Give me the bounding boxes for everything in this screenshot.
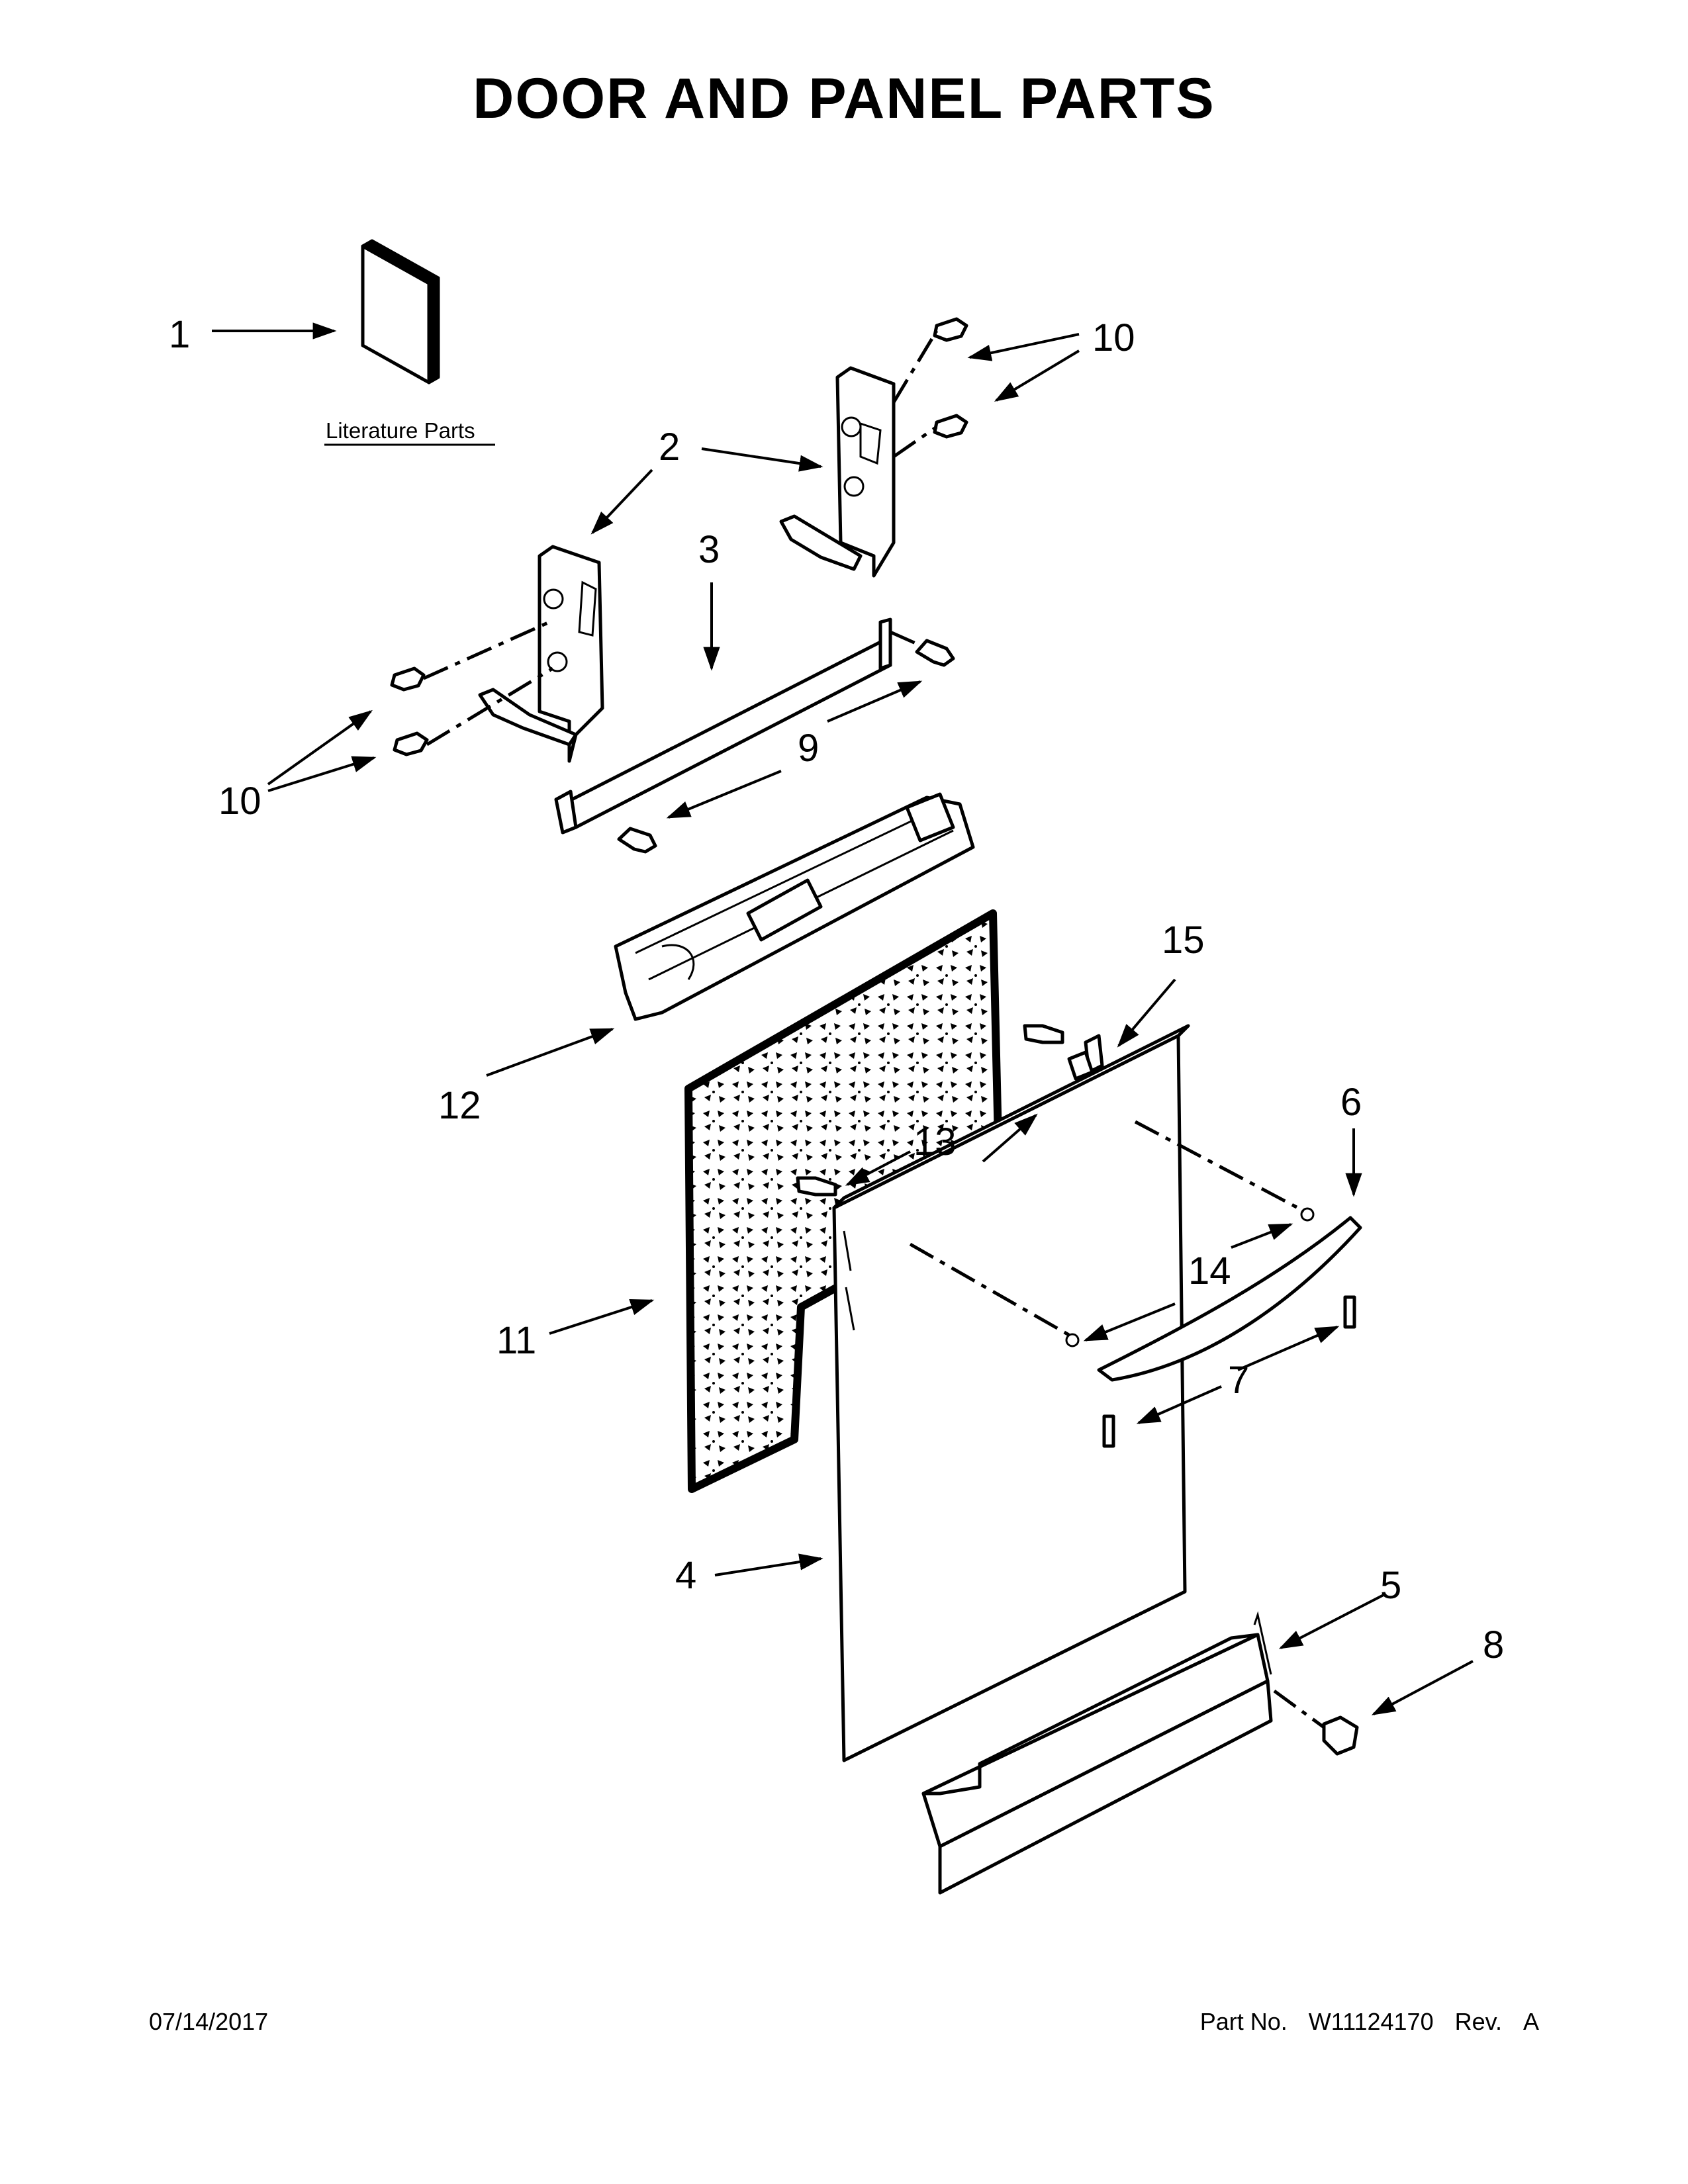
screw-10-right-upper	[933, 317, 968, 342]
callout-1: 1	[169, 313, 190, 356]
handle-screw	[1343, 1295, 1356, 1329]
part-no-label: Part No.	[1199, 2008, 1288, 2035]
callout-14: 14	[1188, 1250, 1231, 1293]
callout-2: 2	[659, 426, 680, 469]
literature-parts-label: Literature Parts	[326, 418, 475, 443]
control-console	[614, 792, 975, 1021]
part-number: W11124170	[1308, 2008, 1434, 2035]
outer-door-panel	[832, 1024, 1190, 1762]
toe-panel-screw	[1322, 1715, 1359, 1756]
callout-15: 15	[1162, 919, 1205, 962]
footer-date: 07/14/2017	[149, 2008, 269, 2035]
support-rail	[554, 617, 892, 835]
screw-axis-line	[892, 425, 938, 459]
callout-12: 12	[438, 1084, 481, 1127]
door-handle	[1097, 1216, 1362, 1382]
handle-axis-line	[909, 1242, 1074, 1339]
literature-part	[361, 239, 440, 385]
callout-10-right: 10	[1092, 316, 1135, 359]
handle-screw	[1102, 1414, 1115, 1448]
callout-11: 11	[496, 1319, 536, 1362]
screw-13-lower	[796, 1176, 837, 1197]
screw-10-left-upper	[390, 666, 426, 692]
handle-axis-line	[1134, 1120, 1305, 1213]
door-hinge-bracket-right	[779, 366, 896, 578]
screw-9-upper	[915, 639, 955, 667]
callout-5: 5	[1380, 1564, 1401, 1607]
rev-label: Rev.	[1454, 2008, 1502, 2035]
door-latch-clip	[1067, 1034, 1104, 1081]
screw-10-right-lower	[933, 414, 968, 439]
door-hinge-bracket-left	[478, 545, 604, 763]
footer-part-info: Part No. W11124170 Rev. A	[1200, 2008, 1539, 2036]
handle-spacer	[1300, 1207, 1315, 1222]
screw-axis-line	[892, 330, 939, 404]
screw-axis-line	[889, 630, 921, 647]
callout-4: 4	[675, 1554, 696, 1597]
callout-6: 6	[1340, 1081, 1362, 1124]
screw-axis-line	[422, 620, 551, 680]
callout-7: 7	[1228, 1359, 1249, 1402]
rev-value: A	[1523, 2008, 1539, 2035]
callout-8: 8	[1483, 1623, 1504, 1666]
callout-13: 13	[914, 1120, 957, 1163]
toe-screw-axis-line	[1273, 1689, 1325, 1729]
handle-spacer	[1065, 1333, 1080, 1347]
page-title: DOOR AND PANEL PARTS	[473, 67, 1215, 130]
toe-panel	[921, 1611, 1273, 1895]
screw-9-lower	[617, 827, 657, 854]
callout-10-left: 10	[218, 780, 261, 823]
leader-lines	[212, 322, 1474, 1715]
callout-3: 3	[698, 528, 720, 571]
screw-13-upper	[1023, 1024, 1064, 1044]
screw-axis-line	[426, 666, 554, 747]
screw-10-left-lower	[393, 731, 429, 756]
callout-9: 9	[798, 727, 819, 770]
